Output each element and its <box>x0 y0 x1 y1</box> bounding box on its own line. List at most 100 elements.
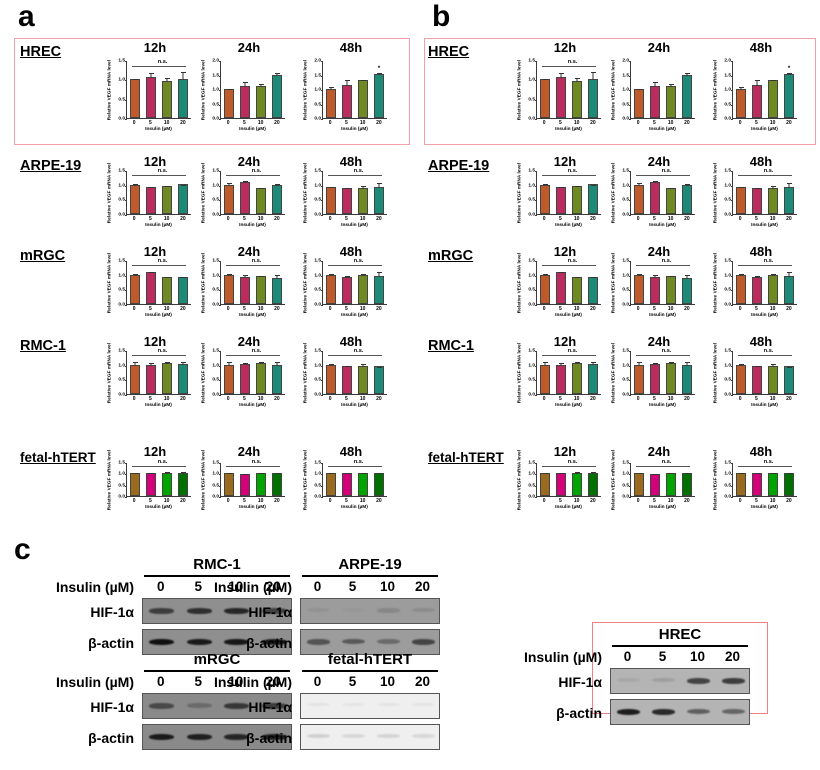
x-axis-label: Insulin (µM) <box>239 127 266 132</box>
bar-10 <box>765 261 781 304</box>
ns-bracket <box>738 354 792 356</box>
y-axis-label: Relative VEGF mRNA level <box>302 252 307 314</box>
bar-20 <box>175 463 191 496</box>
bar-5 <box>143 61 159 118</box>
ns-bracket <box>226 465 280 467</box>
y-axis-label: Relative VEGF mRNA level <box>302 342 307 404</box>
y-axis-label: Relative VEGF mRNA level <box>610 162 615 224</box>
bar-10 <box>253 171 269 214</box>
bars-group <box>537 261 601 304</box>
y-axis-label: Relative VEGF mRNA level <box>712 162 717 224</box>
y-axis-label: Relative VEGF mRNA level <box>610 342 615 404</box>
bar-5 <box>647 463 663 496</box>
x-axis-label: Insulin (µM) <box>751 505 778 510</box>
ns-bracket <box>132 465 186 467</box>
blot-title-underline <box>144 670 290 673</box>
plot-area: n.s. <box>534 59 601 120</box>
bars-group <box>537 463 601 496</box>
ns-label: n.s. <box>251 167 262 174</box>
timepoint-title-12h: 12h <box>553 244 577 259</box>
blot-row-label-beta-actin: β-actin <box>88 635 134 651</box>
ns-label: n.s. <box>353 458 364 465</box>
bars-group <box>221 351 285 394</box>
panel-b-letter: b <box>432 0 451 33</box>
timepoint-title-24h: 24h <box>237 444 261 459</box>
ns-label: n.s. <box>661 167 672 174</box>
ns-label: n.s. <box>567 458 578 465</box>
bar-20 <box>679 171 695 214</box>
blot-band-row-beta-actin-mrgc <box>142 724 292 750</box>
bar-20: * <box>781 61 797 118</box>
plot-area: n.s. <box>730 459 797 498</box>
timepoint-title-12h: 12h <box>553 334 577 349</box>
x-axis-label: Insulin (µM) <box>341 127 368 132</box>
row-label-arpe-19: ARPE-19 <box>428 158 490 174</box>
bar-10 <box>569 463 585 496</box>
bar-20 <box>269 351 285 394</box>
bar-5 <box>143 463 159 496</box>
ns-bracket <box>328 465 382 467</box>
y-axis-label: Relative VEGF mRNA level <box>516 162 521 224</box>
x-axis-label: Insulin (µM) <box>239 403 266 408</box>
bar-20 <box>679 261 695 304</box>
bar-10 <box>253 351 269 394</box>
bar-10 <box>569 171 585 214</box>
significance-star: * <box>377 65 381 72</box>
row-label-arpe-19: ARPE-19 <box>20 158 82 174</box>
plot-area: n.s. <box>730 167 797 216</box>
bar-20 <box>175 61 191 118</box>
blot-row-label-hif1a: HIF-1α <box>90 604 134 620</box>
timepoint-title-24h: 24h <box>237 40 261 55</box>
ns-label: n.s. <box>353 347 364 354</box>
ns-label: n.s. <box>567 347 578 354</box>
x-axis-label: Insulin (µM) <box>341 403 368 408</box>
bars-group <box>631 171 695 214</box>
plot-area: n.s. <box>320 459 387 498</box>
row-label-fetal-htert: fetal-hTERT <box>428 450 504 465</box>
bar-5 <box>237 463 253 496</box>
blot-title-underline <box>302 670 438 673</box>
bar-0 <box>323 261 339 304</box>
bar-10 <box>355 351 371 394</box>
ns-label: n.s. <box>353 257 364 264</box>
bars-group <box>537 351 601 394</box>
bar-0 <box>631 351 647 394</box>
timepoint-title-48h: 48h <box>749 444 773 459</box>
bar-20 <box>175 171 191 214</box>
x-axis-label: Insulin (µM) <box>145 127 172 132</box>
blot-band-row-beta-actin-fetal-htert <box>300 724 440 750</box>
blot-group-title-rmc-1: RMC-1 <box>193 556 241 573</box>
bar-0 <box>631 463 647 496</box>
bar-20 <box>781 261 797 304</box>
ns-bracket <box>542 264 596 266</box>
plot-area: n.s. <box>320 168 387 216</box>
y-axis-label: Relative VEGF mRNA level <box>106 252 111 314</box>
bar-10 <box>253 61 269 118</box>
ns-label: n.s. <box>763 167 774 174</box>
bar-20 <box>781 463 797 496</box>
plot-area: n.s. <box>320 257 387 306</box>
y-axis-label: Relative VEGF mRNA level <box>516 252 521 314</box>
ns-bracket <box>226 264 280 266</box>
bar-0 <box>631 171 647 214</box>
bars-group: * <box>733 61 797 118</box>
